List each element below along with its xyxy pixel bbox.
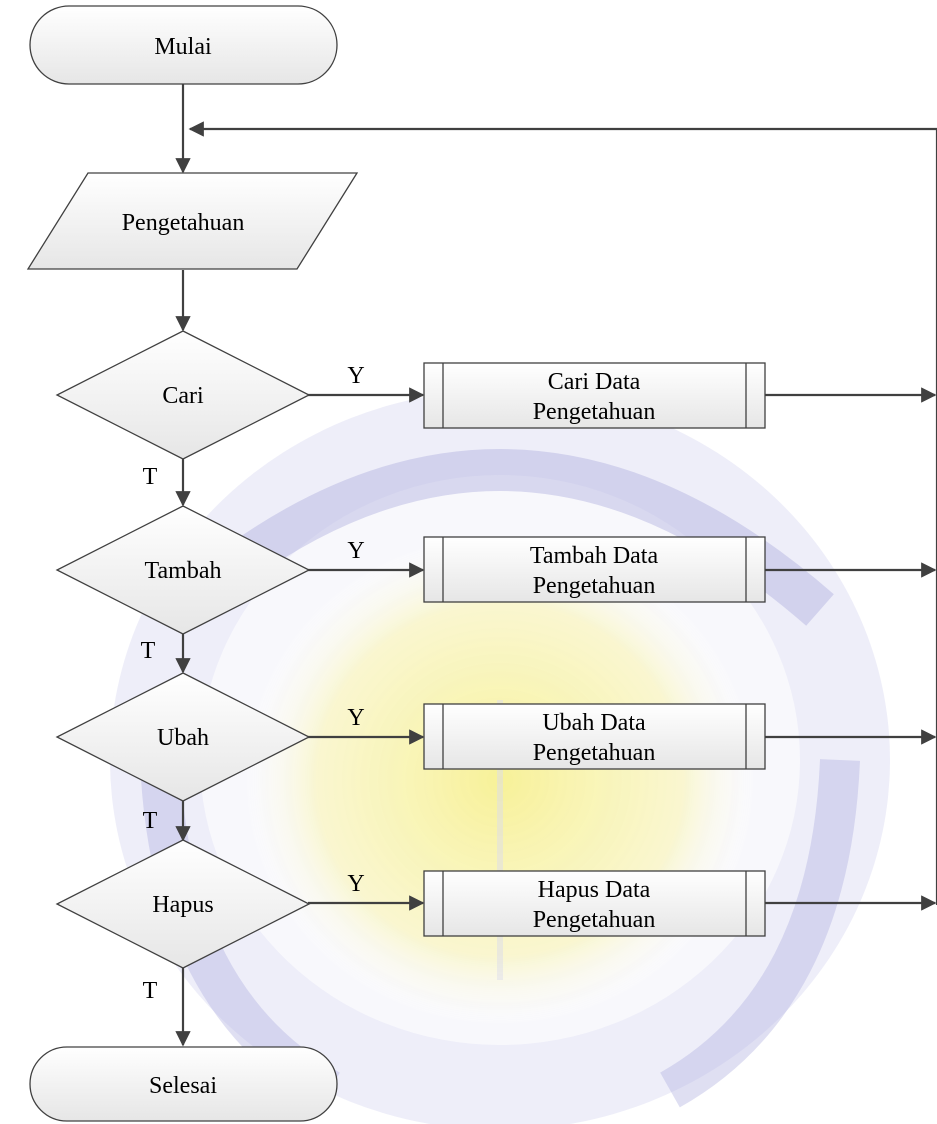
yes-label-hapus: Y [347,871,364,897]
decision-ubah: Ubah [55,672,311,802]
edges [175,84,937,1047]
process-tambah-line1: Tambah Data [530,543,659,569]
yes-label-tambah: Y [347,538,364,564]
input-parallelogram: Pengetahuan [26,172,359,270]
process-hapus-line2: Pengetahuan [533,907,656,933]
start-terminator: Mulai [29,5,338,85]
no-label-cari: T [143,464,158,490]
no-label-ubah: T [143,808,158,834]
process-ubah-line2: Pengetahuan [533,740,656,766]
process-cari-data: Cari Data Pengetahuan [423,362,766,429]
decision-hapus: Hapus [55,839,311,969]
start-label: Mulai [154,34,212,60]
decision-cari: Cari [55,330,311,460]
process-tambah-data: Tambah Data Pengetahuan [423,536,766,603]
end-label: Selesai [149,1073,217,1099]
decision-tambah: Tambah [55,505,311,635]
decision-ubah-label: Ubah [157,725,209,751]
yes-label-ubah: Y [347,705,364,731]
process-cari-line1: Cari Data [548,369,641,395]
process-tambah-line2: Pengetahuan [533,573,656,599]
input-label: Pengetahuan [122,210,245,236]
end-terminator: Selesai [29,1046,338,1122]
process-cari-line2: Pengetahuan [533,399,656,425]
process-ubah-line1: Ubah Data [542,710,646,736]
process-ubah-data: Ubah Data Pengetahuan [423,703,766,770]
no-label-tambah: T [141,638,156,664]
decision-cari-label: Cari [162,383,204,409]
no-label-hapus: T [143,978,158,1004]
process-hapus-line1: Hapus Data [538,877,651,903]
decision-tambah-label: Tambah [145,558,222,584]
process-hapus-data: Hapus Data Pengetahuan [423,870,766,937]
yes-label-cari: Y [347,363,364,389]
decision-hapus-label: Hapus [152,892,213,918]
